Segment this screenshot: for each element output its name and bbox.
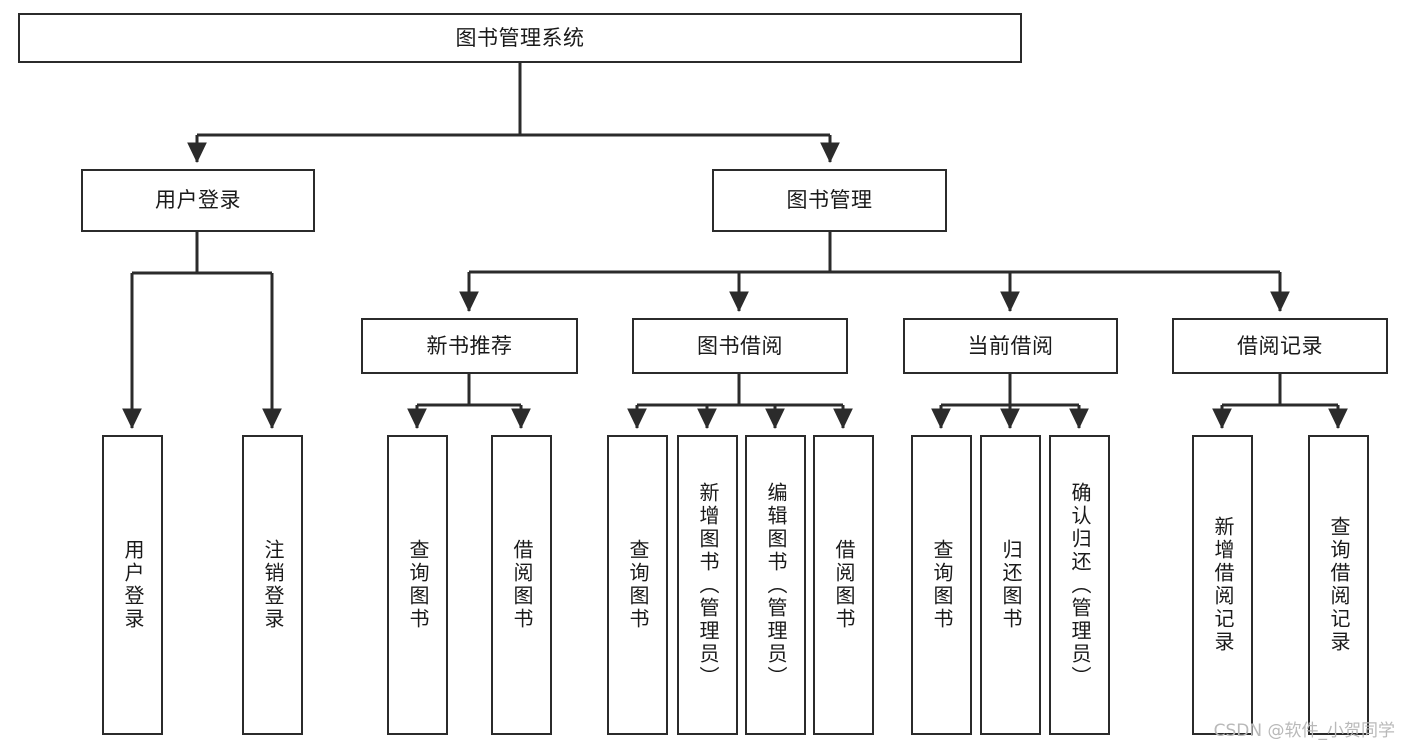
node-leaf-borrow-book-2-label: 借阅图书: [832, 539, 856, 631]
node-leaf-borrow-book-1[interactable]: 借阅图书: [491, 435, 552, 735]
node-borrow-record[interactable]: 借阅记录: [1172, 318, 1388, 374]
node-leaf-edit-book-label: 编辑图书（管理员）: [764, 481, 788, 689]
node-current-borrow-label: 当前借阅: [967, 333, 1054, 358]
node-leaf-query-book-1[interactable]: 查询图书: [387, 435, 448, 735]
node-leaf-return-book[interactable]: 归还图书: [980, 435, 1041, 735]
node-leaf-query-book-2-label: 查询图书: [626, 539, 650, 631]
node-leaf-add-book-label: 新增图书（管理员）: [696, 481, 720, 689]
node-borrow-record-label: 借阅记录: [1237, 333, 1323, 358]
node-book-management[interactable]: 图书管理: [712, 169, 947, 232]
node-user-login-label: 用户登录: [155, 188, 241, 213]
node-new-book-recommend-label: 新书推荐: [426, 333, 513, 358]
node-leaf-return-book-label: 归还图书: [999, 539, 1023, 631]
node-current-borrow[interactable]: 当前借阅: [903, 318, 1118, 374]
node-leaf-add-book[interactable]: 新增图书（管理员）: [677, 435, 738, 735]
node-book-borrow[interactable]: 图书借阅: [632, 318, 848, 374]
node-new-book-recommend[interactable]: 新书推荐: [361, 318, 578, 374]
node-leaf-logout-login-label: 注销登录: [261, 539, 285, 631]
node-leaf-query-book-1-label: 查询图书: [406, 539, 430, 631]
node-leaf-borrow-book-2[interactable]: 借阅图书: [813, 435, 874, 735]
node-root-label: 图书管理系统: [455, 25, 585, 50]
node-leaf-confirm-return-label: 确认归还（管理员）: [1068, 481, 1092, 689]
node-leaf-query-record[interactable]: 查询借阅记录: [1308, 435, 1369, 735]
node-leaf-logout-login[interactable]: 注销登录: [242, 435, 303, 735]
watermark-text: CSDN @软件_小贺同学: [1213, 721, 1395, 741]
node-leaf-query-book-2[interactable]: 查询图书: [607, 435, 668, 735]
node-leaf-borrow-book-1-label: 借阅图书: [510, 539, 534, 631]
node-leaf-query-book-3[interactable]: 查询图书: [911, 435, 972, 735]
node-root[interactable]: 图书管理系统: [18, 13, 1022, 63]
node-user-login[interactable]: 用户登录: [81, 169, 315, 232]
node-leaf-query-book-3-label: 查询图书: [930, 539, 954, 631]
node-leaf-edit-book[interactable]: 编辑图书（管理员）: [745, 435, 806, 735]
node-leaf-query-record-label: 查询借阅记录: [1327, 516, 1351, 654]
node-book-management-label: 图书管理: [786, 188, 873, 213]
node-leaf-confirm-return[interactable]: 确认归还（管理员）: [1049, 435, 1110, 735]
node-leaf-add-record-label: 新增借阅记录: [1211, 516, 1235, 654]
node-leaf-user-login[interactable]: 用户登录: [102, 435, 163, 735]
node-leaf-user-login-label: 用户登录: [121, 539, 145, 631]
node-book-borrow-label: 图书借阅: [697, 333, 783, 358]
node-leaf-add-record[interactable]: 新增借阅记录: [1192, 435, 1253, 735]
